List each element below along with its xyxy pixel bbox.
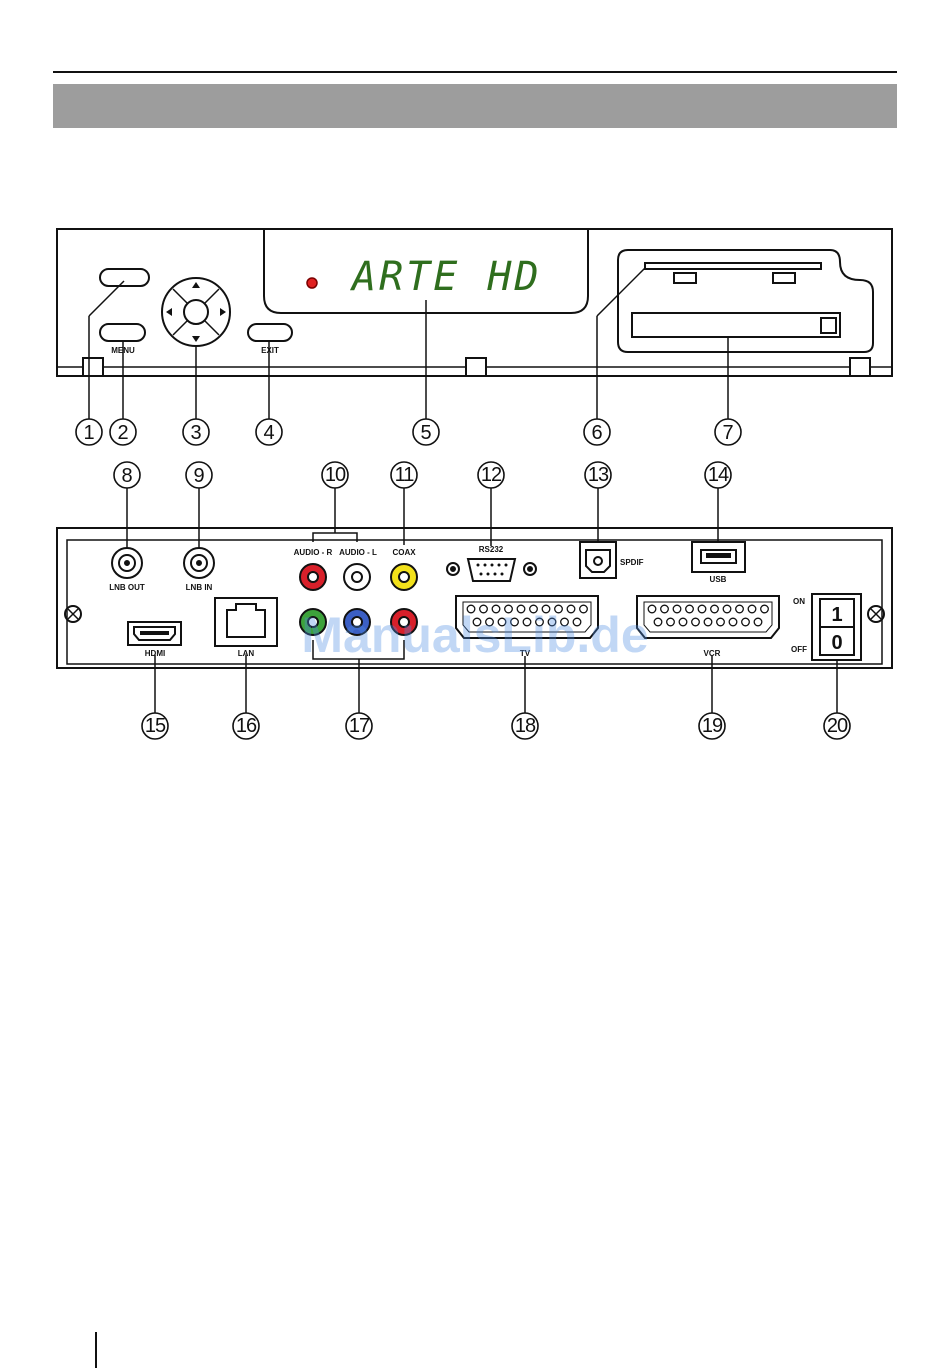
rear-panel [57, 487, 892, 715]
vcr-label: VCR [704, 649, 721, 658]
exit-button[interactable] [248, 324, 292, 341]
callout-number-1: 1 [83, 422, 94, 444]
spdif-label: SPDIF [620, 558, 644, 567]
on-label: ON [793, 597, 805, 606]
callout-number-17: 17 [349, 715, 370, 737]
callout-number-8: 8 [121, 465, 132, 487]
card-indicator-left [674, 273, 696, 283]
callout-number-12: 12 [481, 464, 502, 486]
callout-number-15: 15 [145, 715, 166, 737]
audio-l-label: AUDIO - L [339, 548, 377, 557]
standby-button[interactable] [100, 269, 149, 286]
front-foot-center [466, 358, 486, 376]
lnb-in-label: LNB IN [186, 583, 213, 592]
callout-number-13: 13 [588, 464, 609, 486]
usb-label: USB [710, 575, 727, 584]
callout-number-7: 7 [722, 422, 733, 444]
callout-number-11: 11 [395, 464, 415, 486]
spdif-connector[interactable] [580, 542, 616, 578]
standby-led [307, 278, 317, 288]
lnb-out-label: LNB OUT [109, 583, 145, 592]
ok-button[interactable] [184, 300, 208, 324]
audio-r-label: AUDIO - R [294, 548, 333, 557]
rs232-label: RS232 [479, 545, 504, 554]
off-label: OFF [791, 645, 807, 654]
switch-off-symbol: 0 [831, 632, 842, 654]
scart-vcr-connector[interactable] [637, 596, 779, 638]
arrow-up-icon [192, 282, 200, 288]
card-indicator-right [773, 273, 795, 283]
callout-number-14: 14 [708, 464, 729, 486]
hdmi-connector[interactable] [128, 622, 181, 645]
callout-number-10: 10 [325, 464, 346, 486]
callout-number-2: 2 [117, 422, 128, 444]
callout-number-18: 18 [515, 715, 536, 737]
callout-number-4: 4 [263, 422, 274, 444]
display-text: ARTE HD [349, 254, 542, 300]
front-foot-left [83, 358, 103, 376]
lan-connector[interactable] [215, 598, 277, 646]
watermark: ManualsLib.de [301, 607, 648, 663]
switch-on-symbol: 1 [831, 604, 842, 626]
card-slot-bottom [632, 313, 840, 337]
audio-r-connector[interactable] [300, 564, 326, 590]
arrow-right-icon [220, 308, 226, 316]
lan-label: LAN [238, 649, 255, 658]
front-panel-body [57, 229, 892, 376]
arrow-left-icon [166, 308, 172, 316]
usb-connector[interactable] [692, 542, 745, 572]
callout-number-9: 9 [193, 465, 204, 487]
callout-number-3: 3 [190, 422, 201, 444]
lnb-in-connector[interactable] [184, 548, 214, 578]
hdmi-label: HDMI [145, 649, 165, 658]
navigation-pad[interactable] [162, 278, 230, 346]
callout-number-19: 19 [702, 715, 723, 737]
rs232-connector[interactable] [447, 559, 536, 581]
callout-number-16: 16 [236, 715, 257, 737]
coax-connector[interactable] [391, 564, 417, 590]
page-margin-rule [95, 1332, 97, 1368]
callout-number-6: 6 [591, 422, 602, 444]
front-foot-right [850, 358, 870, 376]
exit-label: EXIT [261, 346, 279, 355]
rear-leader-lines [127, 487, 837, 715]
coax-label: COAX [392, 548, 416, 557]
callout-number-20: 20 [827, 715, 848, 737]
arrow-down-icon [192, 336, 200, 342]
card-slot-top [645, 263, 821, 269]
menu-label: MENU [111, 346, 135, 355]
callout-number-5: 5 [420, 422, 431, 444]
card-eject[interactable] [821, 318, 836, 333]
front-panel [57, 229, 892, 376]
audio-l-connector[interactable] [344, 564, 370, 590]
lnb-out-connector[interactable] [112, 548, 142, 578]
menu-button[interactable] [100, 324, 145, 341]
